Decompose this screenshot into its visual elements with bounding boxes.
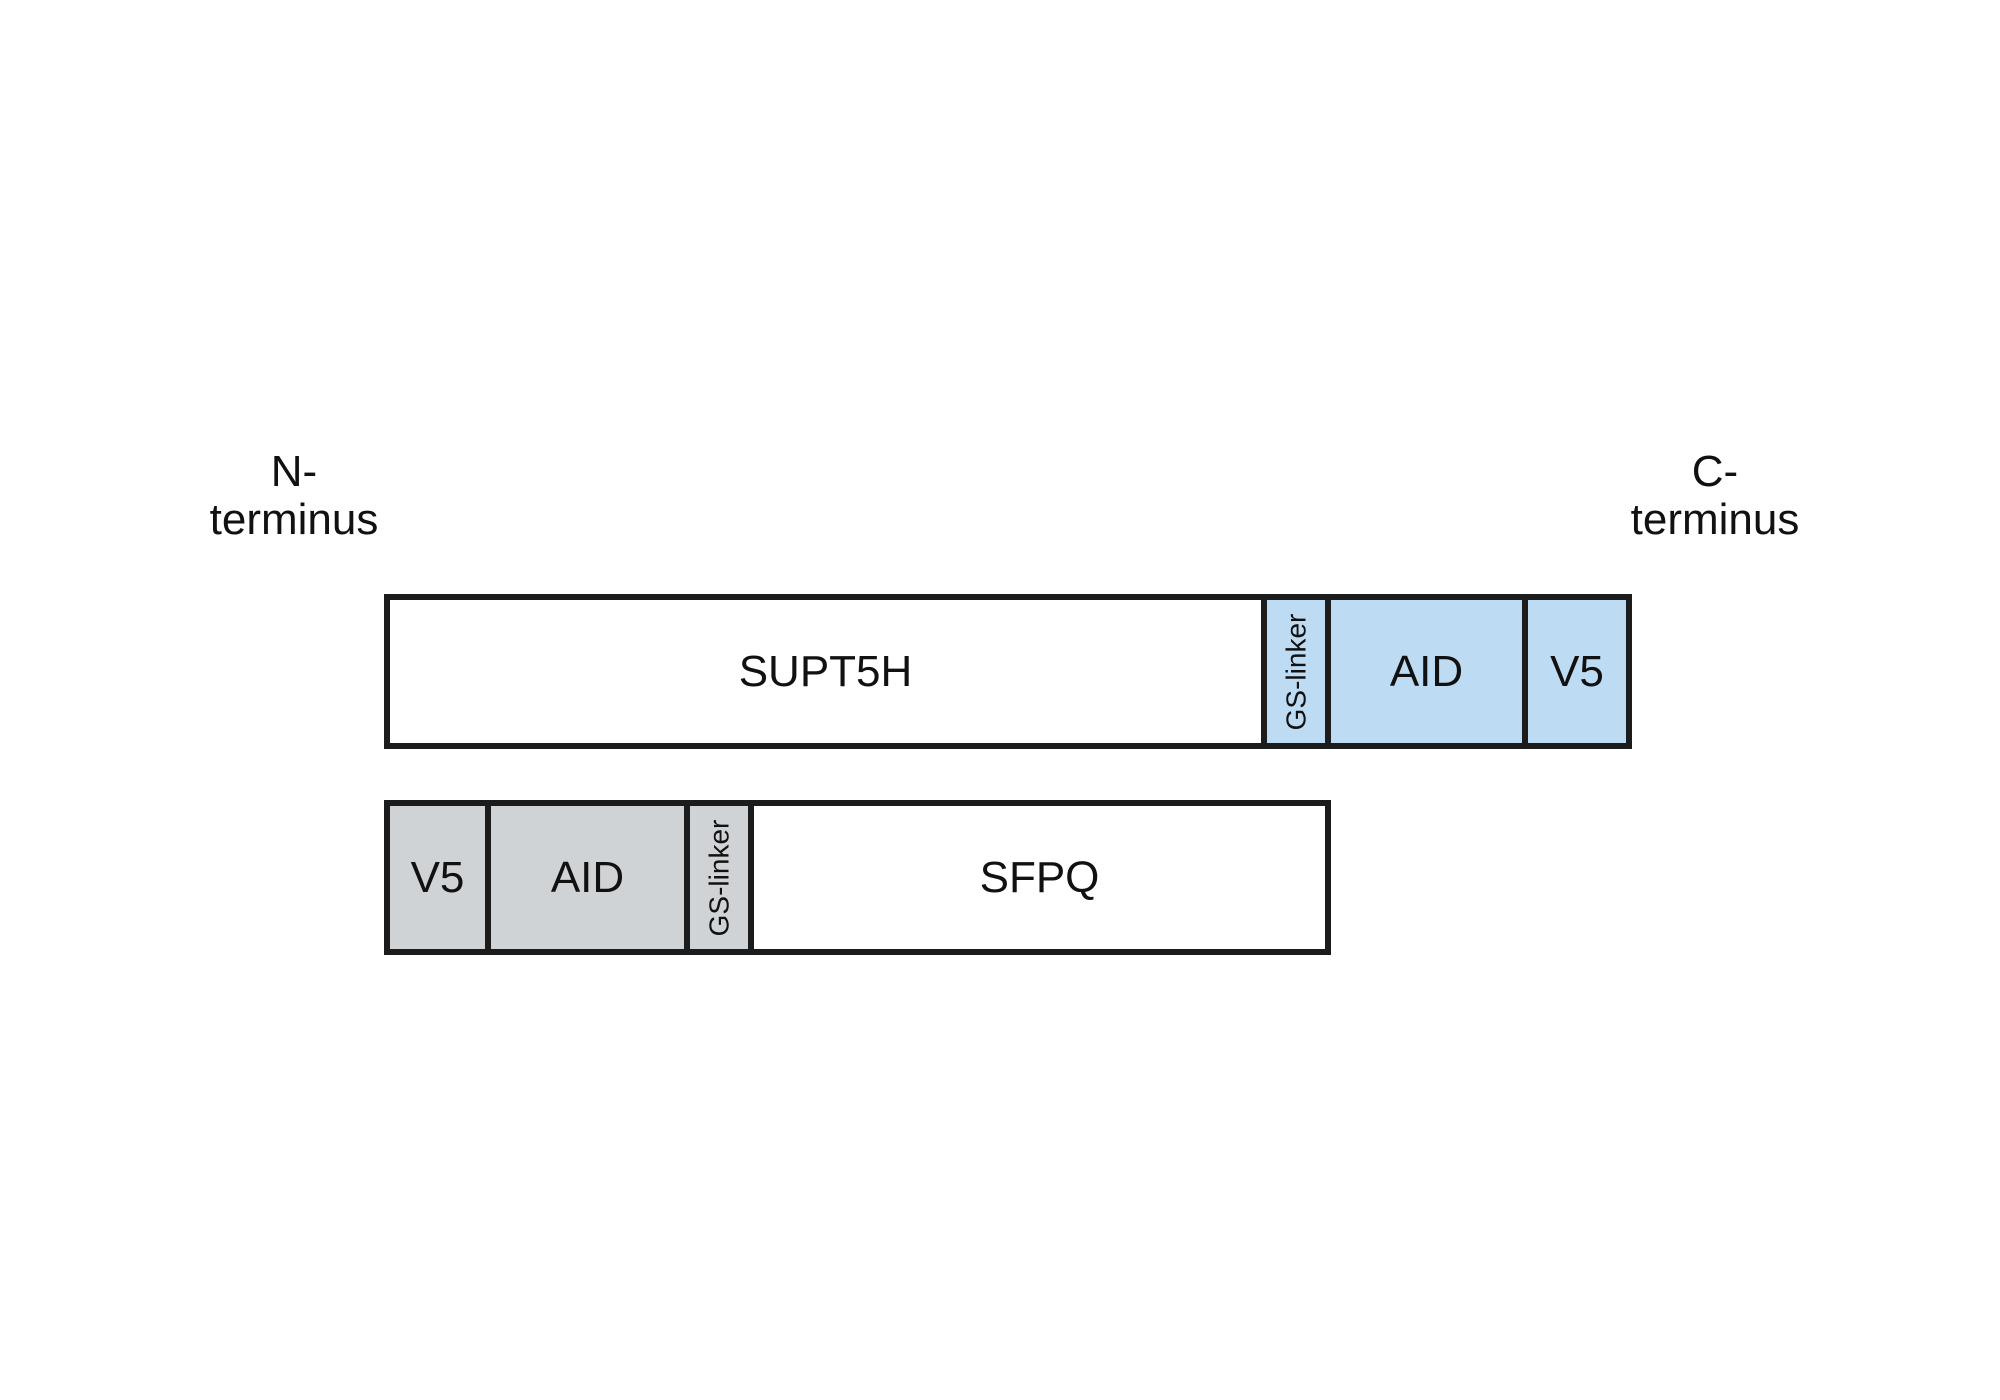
v5-label-bottom: V5 [410, 852, 465, 902]
v5-segment-bottom: V5 [384, 800, 491, 955]
gs-linker-label-bottom: GS-linker [703, 819, 735, 936]
supt5h-label: SUPT5H [738, 646, 913, 696]
n-terminus-line-1: N- [270, 447, 318, 496]
v5-segment-top: V5 [1522, 594, 1632, 749]
n-terminus-label: N- terminus [174, 448, 414, 544]
aid-segment-top: AID [1325, 594, 1528, 749]
sfpq-label: SFPQ [979, 852, 1100, 902]
sfpq-segment: SFPQ [748, 800, 1331, 955]
c-terminus-line-2: terminus [1630, 495, 1800, 544]
c-terminus-label: C- terminus [1595, 448, 1835, 544]
gs-linker-segment-top: GS-linker [1261, 594, 1331, 749]
sfpq-construct: V5 AID GS-linker SFPQ [384, 800, 1331, 955]
supt5h-segment: SUPT5H [384, 594, 1267, 749]
aid-label-bottom: AID [550, 852, 625, 902]
aid-label-top: AID [1389, 646, 1464, 696]
v5-label-top: V5 [1550, 646, 1604, 696]
gs-linker-label-top: GS-linker [1280, 613, 1312, 730]
supt5h-construct: SUPT5H GS-linker AID V5 [384, 594, 1632, 749]
n-terminus-line-2: terminus [209, 495, 379, 544]
gs-linker-segment-bottom: GS-linker [684, 800, 754, 955]
aid-segment-bottom: AID [485, 800, 690, 955]
c-terminus-line-1: C- [1691, 447, 1739, 496]
